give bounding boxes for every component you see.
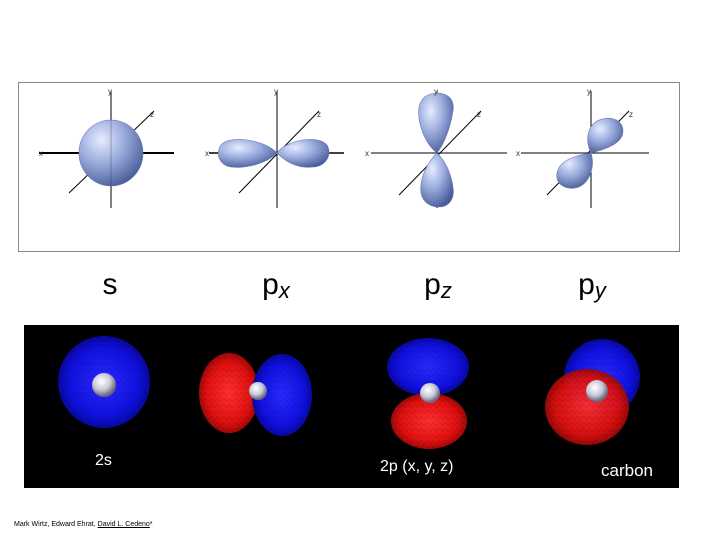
px-axis-x-label: x bbox=[205, 149, 209, 158]
orbital-diagram-svg: y z x y z x y z x bbox=[39, 87, 649, 208]
px-right-lobe bbox=[276, 139, 330, 168]
label-pz-main: p bbox=[424, 268, 441, 301]
cloud-2pz bbox=[387, 338, 469, 449]
py-orbital-drawing: y z x bbox=[516, 87, 649, 208]
caption-carbon: carbon bbox=[601, 461, 653, 480]
credit-tail: * bbox=[149, 521, 153, 528]
s-axis-y-label: y bbox=[108, 87, 112, 96]
label-py-sub: y bbox=[594, 278, 606, 303]
label-px-sub: x bbox=[278, 278, 290, 303]
s-axis-z-label: z bbox=[150, 110, 154, 119]
nucleus-2pz bbox=[420, 383, 440, 403]
credit-line: Mark Wirtz, Edward Ehrat, David L. Ceden… bbox=[14, 521, 153, 528]
credit-link[interactable]: David L. Cedeno bbox=[97, 521, 150, 528]
px-orbital-drawing: y z x bbox=[205, 87, 344, 208]
orbital-diagram-panel: y z x y z x y z x bbox=[18, 82, 680, 252]
label-pz-sub: z bbox=[440, 278, 452, 303]
cloud-2s bbox=[58, 336, 150, 428]
label-s: s bbox=[70, 268, 150, 302]
px-axis-y-label: y bbox=[274, 87, 278, 96]
caption-2p: 2p (x, y, z) bbox=[380, 458, 454, 475]
py-axis-x-label: x bbox=[516, 149, 520, 158]
px-axis-z-label: z bbox=[317, 110, 321, 119]
electron-cloud-svg bbox=[58, 336, 640, 449]
electron-cloud-panel: 2s 2p (x, y, z) carbon bbox=[24, 325, 679, 488]
py-axis-y-label: y bbox=[587, 87, 591, 96]
px-left-lobe bbox=[218, 139, 278, 168]
pz-orbital-drawing: y z x bbox=[365, 87, 507, 208]
cloud-carbon bbox=[545, 339, 640, 445]
label-pz: pz bbox=[398, 268, 478, 304]
nucleus-2s bbox=[92, 373, 116, 397]
nucleus-2px bbox=[249, 382, 267, 400]
pz-axis-x-label: x bbox=[365, 149, 369, 158]
pz-axis-z-label: z bbox=[477, 110, 481, 119]
label-py-main: p bbox=[578, 268, 595, 301]
label-py: py bbox=[552, 268, 632, 304]
label-px-main: p bbox=[262, 268, 279, 301]
cloud-2px bbox=[199, 353, 312, 436]
s-orbital-drawing: y z x bbox=[39, 87, 174, 208]
caption-2s: 2s bbox=[95, 452, 112, 469]
pz-upper-lobe bbox=[418, 92, 454, 154]
py-lower-lobe bbox=[556, 152, 593, 189]
pz-axis-y-label: y bbox=[434, 87, 438, 96]
credit-authors: Mark Wirtz, Edward Ehrat, bbox=[14, 521, 98, 528]
pz-lower-lobe bbox=[420, 152, 454, 208]
label-px: px bbox=[236, 268, 316, 304]
label-s-main: s bbox=[102, 268, 118, 301]
s-axis-x-label: x bbox=[39, 149, 43, 158]
nucleus-carbon bbox=[586, 380, 608, 402]
py-upper-lobe bbox=[587, 118, 624, 154]
py-axis-z-label: z bbox=[629, 110, 633, 119]
